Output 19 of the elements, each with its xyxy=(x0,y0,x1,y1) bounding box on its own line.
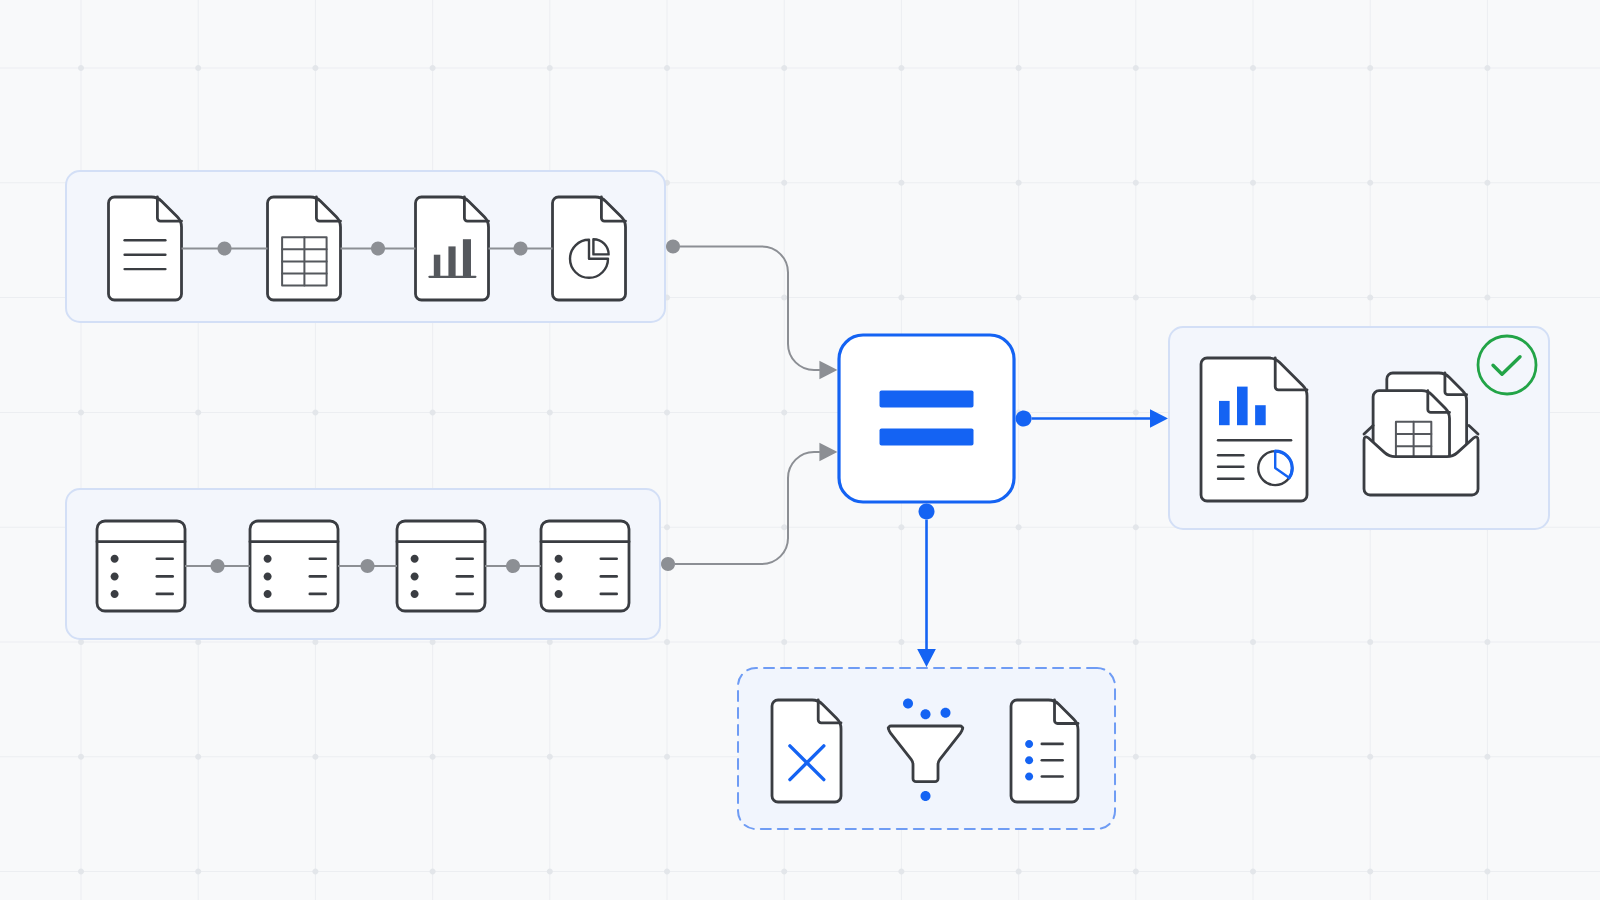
connector-line xyxy=(180,247,269,250)
document-x-icon xyxy=(770,698,843,804)
connector-line xyxy=(339,247,417,250)
table-document-icon xyxy=(266,195,342,302)
list-card-icon xyxy=(95,519,187,613)
bar-chart-document-icon xyxy=(414,195,490,302)
list-document-icon xyxy=(1009,698,1080,804)
report-document-icon xyxy=(1199,356,1309,503)
list-card-icon xyxy=(539,519,631,613)
connector-line xyxy=(484,565,542,567)
envelope-documents-icon xyxy=(1362,371,1480,497)
connector-line xyxy=(184,565,251,567)
text-document-icon xyxy=(107,195,183,302)
connector-line xyxy=(487,247,554,250)
connector-line xyxy=(337,565,398,567)
list-card-icon xyxy=(395,519,487,613)
funnel-icon xyxy=(886,698,965,801)
pie-chart-document-icon xyxy=(551,195,627,302)
list-card-icon xyxy=(248,519,340,613)
